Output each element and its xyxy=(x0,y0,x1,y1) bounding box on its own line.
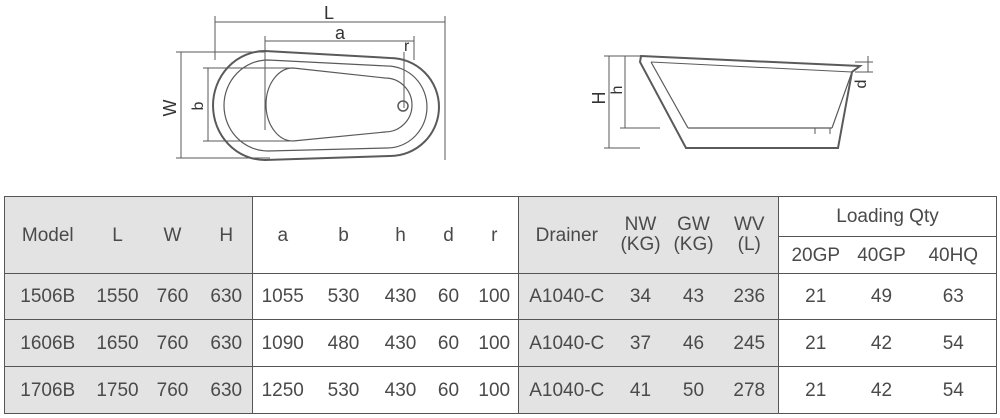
cell-40hq: 54 xyxy=(910,319,998,367)
label-b: b xyxy=(190,101,207,110)
cell-H: 630 xyxy=(200,366,253,414)
cell-drainer: A1040-C xyxy=(518,273,615,320)
cell-nw: 34 xyxy=(614,273,667,320)
cell-40gp: 49 xyxy=(852,273,911,320)
cell-model: 1506B xyxy=(4,273,91,320)
header-a: a xyxy=(252,196,313,274)
header-40gp: 40GP xyxy=(852,236,911,274)
cell-b: 530 xyxy=(312,366,375,414)
top-view xyxy=(176,16,446,162)
cell-40gp: 42 xyxy=(852,366,911,414)
cell-40gp: 42 xyxy=(852,319,911,367)
cell-h: 430 xyxy=(374,319,427,367)
header-model: Model xyxy=(4,196,91,274)
header-nw-top: NW xyxy=(624,214,657,235)
header-d: d xyxy=(426,196,471,274)
cell-a: 1090 xyxy=(252,319,313,367)
cell-20gp: 21 xyxy=(778,366,853,414)
cell-gw: 50 xyxy=(666,366,721,414)
cell-nw: 41 xyxy=(614,366,667,414)
label-d: d xyxy=(853,80,870,89)
cell-20gp: 21 xyxy=(778,319,853,367)
cell-L: 1650 xyxy=(90,319,145,367)
cell-20gp: 21 xyxy=(778,273,853,320)
header-W: W xyxy=(144,196,201,274)
cell-model: 1606B xyxy=(4,319,91,367)
header-nw: NW(KG) xyxy=(614,196,667,274)
header-L: L xyxy=(90,196,145,274)
header-gw-top: GW xyxy=(677,214,710,235)
tub-inner-rim xyxy=(223,59,428,152)
table-row: 1706B 1750 760 630 1250 530 430 60 100 A… xyxy=(4,366,998,414)
cell-r: 100 xyxy=(470,319,519,367)
label-W: W xyxy=(160,100,180,117)
header-nw-unit: (KG) xyxy=(620,234,661,255)
header-loading-qty: Loading Qty xyxy=(777,196,998,237)
cell-nw: 37 xyxy=(614,319,667,367)
cell-W: 760 xyxy=(144,319,201,367)
cell-a: 1250 xyxy=(252,366,313,414)
cell-r: 100 xyxy=(470,366,519,414)
cell-wv: 245 xyxy=(720,319,779,367)
side-view xyxy=(604,54,873,149)
header-20gp: 20GP xyxy=(778,236,853,274)
drain-icon xyxy=(397,100,409,112)
cell-d: 60 xyxy=(426,273,471,320)
label-a: a xyxy=(335,23,346,43)
cell-W: 760 xyxy=(144,366,201,414)
technical-drawing: L a r W b H h d xyxy=(160,3,873,162)
cell-H: 630 xyxy=(200,273,253,320)
header-r: r xyxy=(470,196,519,274)
cell-40hq: 54 xyxy=(910,366,998,414)
header-drainer: Drainer xyxy=(518,196,615,274)
label-L: L xyxy=(324,3,334,23)
cell-H: 630 xyxy=(200,319,253,367)
cell-gw: 43 xyxy=(666,273,721,320)
cell-40hq: 63 xyxy=(910,273,998,320)
cell-drainer: A1040-C xyxy=(518,319,615,367)
cell-b: 480 xyxy=(312,319,375,367)
cell-r: 100 xyxy=(470,273,519,320)
cell-L: 1550 xyxy=(90,273,145,320)
cell-a: 1055 xyxy=(252,273,313,320)
label-h: h xyxy=(609,86,626,95)
cell-W: 760 xyxy=(144,273,201,320)
header-wv-top: WV xyxy=(733,214,765,235)
label-H: H xyxy=(589,92,609,105)
cell-h: 430 xyxy=(374,273,427,320)
tub-basin xyxy=(265,67,413,142)
cell-L: 1750 xyxy=(90,366,145,414)
tub-outer-rim xyxy=(212,49,440,162)
table-row: 1506B 1550 760 630 1055 530 430 60 100 A… xyxy=(4,273,998,320)
cell-drainer: A1040-C xyxy=(518,366,615,414)
header-40hq: 40HQ xyxy=(910,236,998,274)
cell-b: 530 xyxy=(312,273,375,320)
cell-wv: 236 xyxy=(720,273,779,320)
header-H: H xyxy=(200,196,253,274)
cell-gw: 46 xyxy=(666,319,721,367)
header-b: b xyxy=(312,196,375,274)
cell-h: 430 xyxy=(374,366,427,414)
label-r: r xyxy=(404,38,410,55)
cell-model: 1706B xyxy=(4,366,91,414)
cell-d: 60 xyxy=(426,366,471,414)
header-gw: GW(KG) xyxy=(666,196,721,274)
cell-wv: 278 xyxy=(720,366,779,414)
tub-profile xyxy=(638,54,863,149)
header-wv-unit: (L) xyxy=(737,234,761,255)
header-wv: WV(L) xyxy=(720,196,779,274)
table-row: 1606B 1650 760 630 1090 480 430 60 100 A… xyxy=(4,319,998,367)
header-gw-unit: (KG) xyxy=(673,234,714,255)
header-h: h xyxy=(374,196,427,274)
cell-d: 60 xyxy=(426,319,471,367)
spec-table: Model L W H a b h d r Drainer NW(KG) GW(… xyxy=(4,196,998,414)
